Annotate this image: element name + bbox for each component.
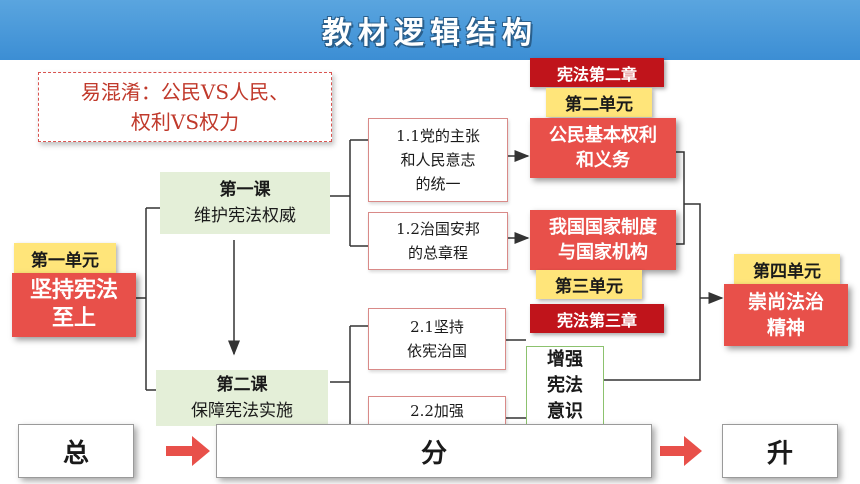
lesson-two-title: 保障宪法实施 bbox=[191, 401, 293, 421]
line-topics-to-consciousness bbox=[506, 339, 526, 419]
unit-four-label: 第四单元 bbox=[734, 254, 840, 284]
topic-1-2: 1.2治国安邦 的总章程 bbox=[368, 212, 508, 270]
lesson-one-label: 第一课 bbox=[219, 180, 271, 200]
unit-two-title: 公民基本权利 和义务 bbox=[530, 118, 676, 178]
lesson-two-label: 第二课 bbox=[216, 375, 268, 395]
unit-three-chapter: 宪法第三章 bbox=[530, 304, 664, 333]
topic-2-2: 2.2加强 bbox=[368, 396, 506, 426]
confusion-note: 易混淆：公民VS人民、 权利VS权力 bbox=[38, 72, 332, 142]
topic-2-1: 2.1坚持 依宪治国 bbox=[368, 308, 506, 370]
unit-one-label: 第一单元 bbox=[14, 243, 116, 273]
unit-four-title: 崇尚法治 精神 bbox=[724, 284, 848, 346]
lesson-one: 第一课 维护宪法权威 bbox=[160, 172, 330, 234]
page-title: 教材逻辑结构 bbox=[322, 16, 538, 51]
footer-divide: 分 bbox=[216, 424, 652, 478]
unit-three-title: 我国国家制度 与国家机构 bbox=[530, 210, 676, 270]
footer-total: 总 bbox=[18, 424, 134, 478]
bracket-to-unit-four bbox=[604, 151, 722, 381]
lesson-one-title: 维护宪法权威 bbox=[194, 206, 296, 226]
topic-1-1: 1.1党的主张 和人民意志 的统一 bbox=[368, 118, 508, 202]
unit-two-chapter: 宪法第二章 bbox=[530, 58, 664, 87]
consciousness-box: 增强 宪法 意识 bbox=[526, 346, 604, 426]
bracket-unit-one bbox=[134, 207, 162, 391]
bracket-lesson-one bbox=[330, 139, 368, 247]
footer-rise: 升 bbox=[722, 424, 838, 478]
unit-one-title: 坚持宪法 至上 bbox=[12, 273, 136, 337]
unit-three-label: 第三单元 bbox=[536, 270, 642, 299]
bracket-lesson-two bbox=[330, 325, 368, 431]
lesson-two: 第二课 保障宪法实施 bbox=[156, 370, 328, 426]
header-bar: 教材逻辑结构 bbox=[0, 0, 860, 60]
unit-two-label: 第二单元 bbox=[546, 88, 652, 117]
